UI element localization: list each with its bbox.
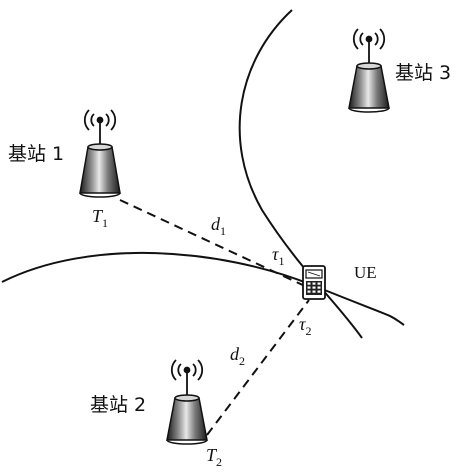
base-station-icon [79,143,121,198]
antenna-signal-icon [352,28,386,65]
time-label-t1: T1 [92,206,108,230]
distance-label-d1: d1 [211,214,226,238]
station-2-label: 基站 2 [90,394,146,416]
tau-label-1: τ1 [272,244,284,268]
tau-label-2: τ2 [299,314,311,338]
antenna-signal-icon [83,109,117,146]
base-station-2 [166,359,208,445]
base-station-1 [79,109,121,198]
distance-label-d2: d2 [230,344,245,368]
base-station-icon [348,62,390,113]
mobile-phone-icon [302,265,326,300]
base-station-icon [166,394,208,445]
antenna-signal-icon [170,359,204,397]
time-label-t2: T2 [206,445,222,469]
base-station-3 [348,28,390,113]
dashed-link-station2-ue [206,299,310,436]
station-1-label: 基站 1 [8,143,64,165]
station-3-label: 基站 3 [395,62,451,84]
hyperbola-curve-1-3 [238,9,363,339]
dashed-link-station1-ue [119,199,308,288]
ue-label: UE [354,263,377,282]
